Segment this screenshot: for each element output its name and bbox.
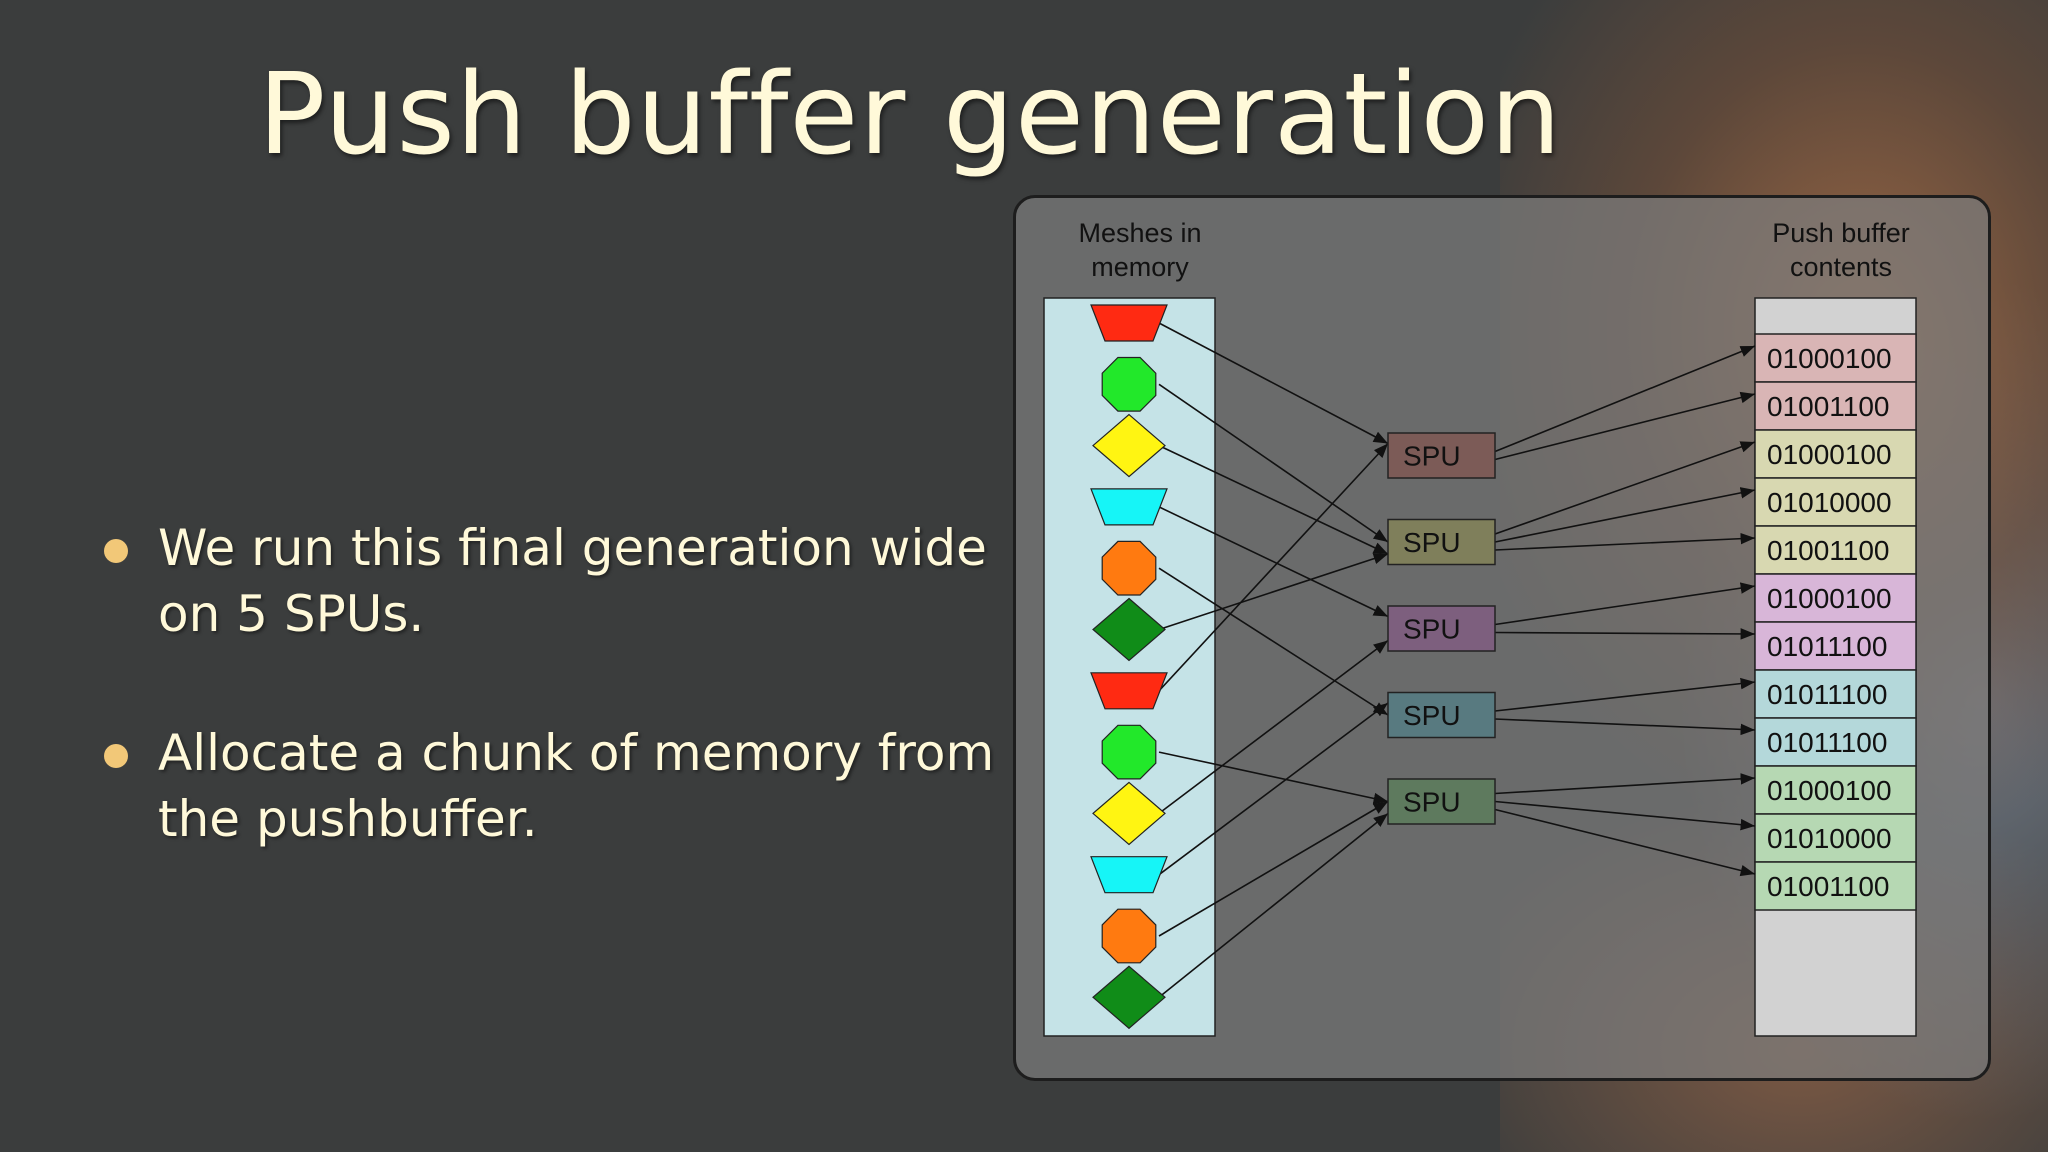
arrow-spu-to-buffer bbox=[1494, 487, 1756, 543]
buffer-value: 01001100 bbox=[1767, 871, 1890, 902]
arrow-spu-to-buffer bbox=[1494, 441, 1756, 535]
mesh-trapezoid bbox=[1090, 672, 1168, 710]
spu-label: SPU bbox=[1403, 441, 1461, 472]
buffer-row bbox=[1754, 573, 1917, 623]
buffer-value: 01000100 bbox=[1767, 343, 1892, 374]
arrow-spu-to-buffer bbox=[1494, 677, 1756, 712]
buffer-row bbox=[1754, 861, 1917, 911]
meshes-label-line1: Meshes in bbox=[1078, 218, 1201, 248]
spu-box bbox=[1387, 778, 1496, 825]
spu-box bbox=[1387, 432, 1496, 479]
arrow-spu-to-buffer bbox=[1494, 800, 1756, 831]
mesh-trapezoid bbox=[1090, 488, 1168, 526]
arrow-mesh-to-spu bbox=[1158, 383, 1389, 543]
buffer-value: 01011100 bbox=[1767, 631, 1887, 662]
buffer-value: 01000100 bbox=[1767, 439, 1892, 470]
mesh-trapezoid bbox=[1090, 856, 1168, 894]
bullet-item: We run this final generation wide on 5 S… bbox=[100, 515, 1020, 647]
buffer-value: 01001100 bbox=[1767, 391, 1890, 422]
bullet-dot bbox=[104, 744, 128, 768]
buffer-value: 01010000 bbox=[1767, 487, 1892, 518]
bullet-text: We run this final generation wide on 5 S… bbox=[158, 519, 987, 643]
buffer-row bbox=[1754, 621, 1917, 671]
spu-label: SPU bbox=[1403, 700, 1461, 731]
mesh-octagon bbox=[1101, 724, 1157, 780]
buffer-row bbox=[1754, 333, 1917, 383]
buffer-row bbox=[1754, 477, 1917, 527]
buffer-value: 01010000 bbox=[1767, 823, 1892, 854]
meshes-label-line2: memory bbox=[1091, 252, 1189, 282]
arrow-spu-to-buffer bbox=[1494, 718, 1756, 736]
buffer-value: 01000100 bbox=[1767, 775, 1892, 806]
bullet-text: Allocate a chunk of memory from the push… bbox=[158, 724, 995, 848]
buffer-row bbox=[1754, 381, 1917, 431]
arrow-mesh-to-spu bbox=[1158, 553, 1389, 631]
buffer-row bbox=[1754, 429, 1917, 479]
arrow-spu-to-buffer bbox=[1494, 808, 1756, 877]
arrow-mesh-to-spu bbox=[1158, 322, 1389, 445]
slide-title: Push buffer generation bbox=[257, 50, 1563, 180]
arrow-spu-to-buffer bbox=[1494, 582, 1756, 626]
spu-label: SPU bbox=[1403, 527, 1461, 558]
mesh-octagon bbox=[1101, 908, 1157, 964]
arrow-spu-to-buffer bbox=[1494, 628, 1756, 640]
mesh-diamond bbox=[1092, 781, 1166, 846]
push-label-line2: contents bbox=[1790, 252, 1892, 282]
mesh-diamond bbox=[1092, 413, 1166, 478]
arrow-spu-to-buffer bbox=[1494, 532, 1756, 551]
arrow-spu-to-buffer bbox=[1494, 773, 1756, 795]
arrow-mesh-to-spu bbox=[1158, 702, 1389, 876]
mesh-octagon bbox=[1101, 356, 1157, 412]
buffer-row bbox=[1754, 765, 1917, 815]
arrow-mesh-to-spu bbox=[1158, 442, 1389, 692]
mesh-diamond bbox=[1092, 597, 1166, 662]
buffer-value: 01001100 bbox=[1767, 535, 1890, 566]
spu-box bbox=[1387, 605, 1496, 652]
buffer-row bbox=[1754, 669, 1917, 719]
arrow-mesh-to-spu bbox=[1158, 800, 1389, 937]
spu-label: SPU bbox=[1403, 614, 1461, 645]
buffer-value: 01011100 bbox=[1767, 727, 1887, 758]
push-label-line1: Push buffer bbox=[1772, 218, 1910, 248]
mesh-octagon bbox=[1101, 540, 1157, 596]
arrow-spu-to-buffer bbox=[1494, 345, 1756, 453]
spu-box bbox=[1387, 518, 1496, 566]
bullet-dot bbox=[104, 539, 128, 563]
arrow-mesh-to-spu bbox=[1158, 567, 1389, 716]
spu-box bbox=[1387, 691, 1496, 739]
buffer-row bbox=[1754, 813, 1917, 863]
spu-label: SPU bbox=[1403, 787, 1461, 818]
arrow-mesh-to-spu bbox=[1158, 506, 1389, 618]
buffer-value: 01011100 bbox=[1767, 679, 1887, 710]
bullet-list: We run this final generation wide on 5 S… bbox=[100, 515, 1020, 925]
arrow-mesh-to-spu bbox=[1158, 812, 1389, 998]
mesh-trapezoid bbox=[1090, 304, 1168, 342]
mesh-diamond bbox=[1092, 965, 1166, 1030]
buffer-row bbox=[1754, 525, 1917, 575]
arrow-mesh-to-spu bbox=[1158, 639, 1389, 815]
arrow-mesh-to-spu bbox=[1158, 444, 1389, 555]
arrow-spu-to-buffer bbox=[1494, 391, 1756, 461]
buffer-row bbox=[1754, 717, 1917, 767]
buffer-value: 01000100 bbox=[1767, 583, 1892, 614]
bullet-item: Allocate a chunk of memory from the push… bbox=[100, 720, 1020, 852]
arrow-mesh-to-spu bbox=[1158, 751, 1389, 805]
